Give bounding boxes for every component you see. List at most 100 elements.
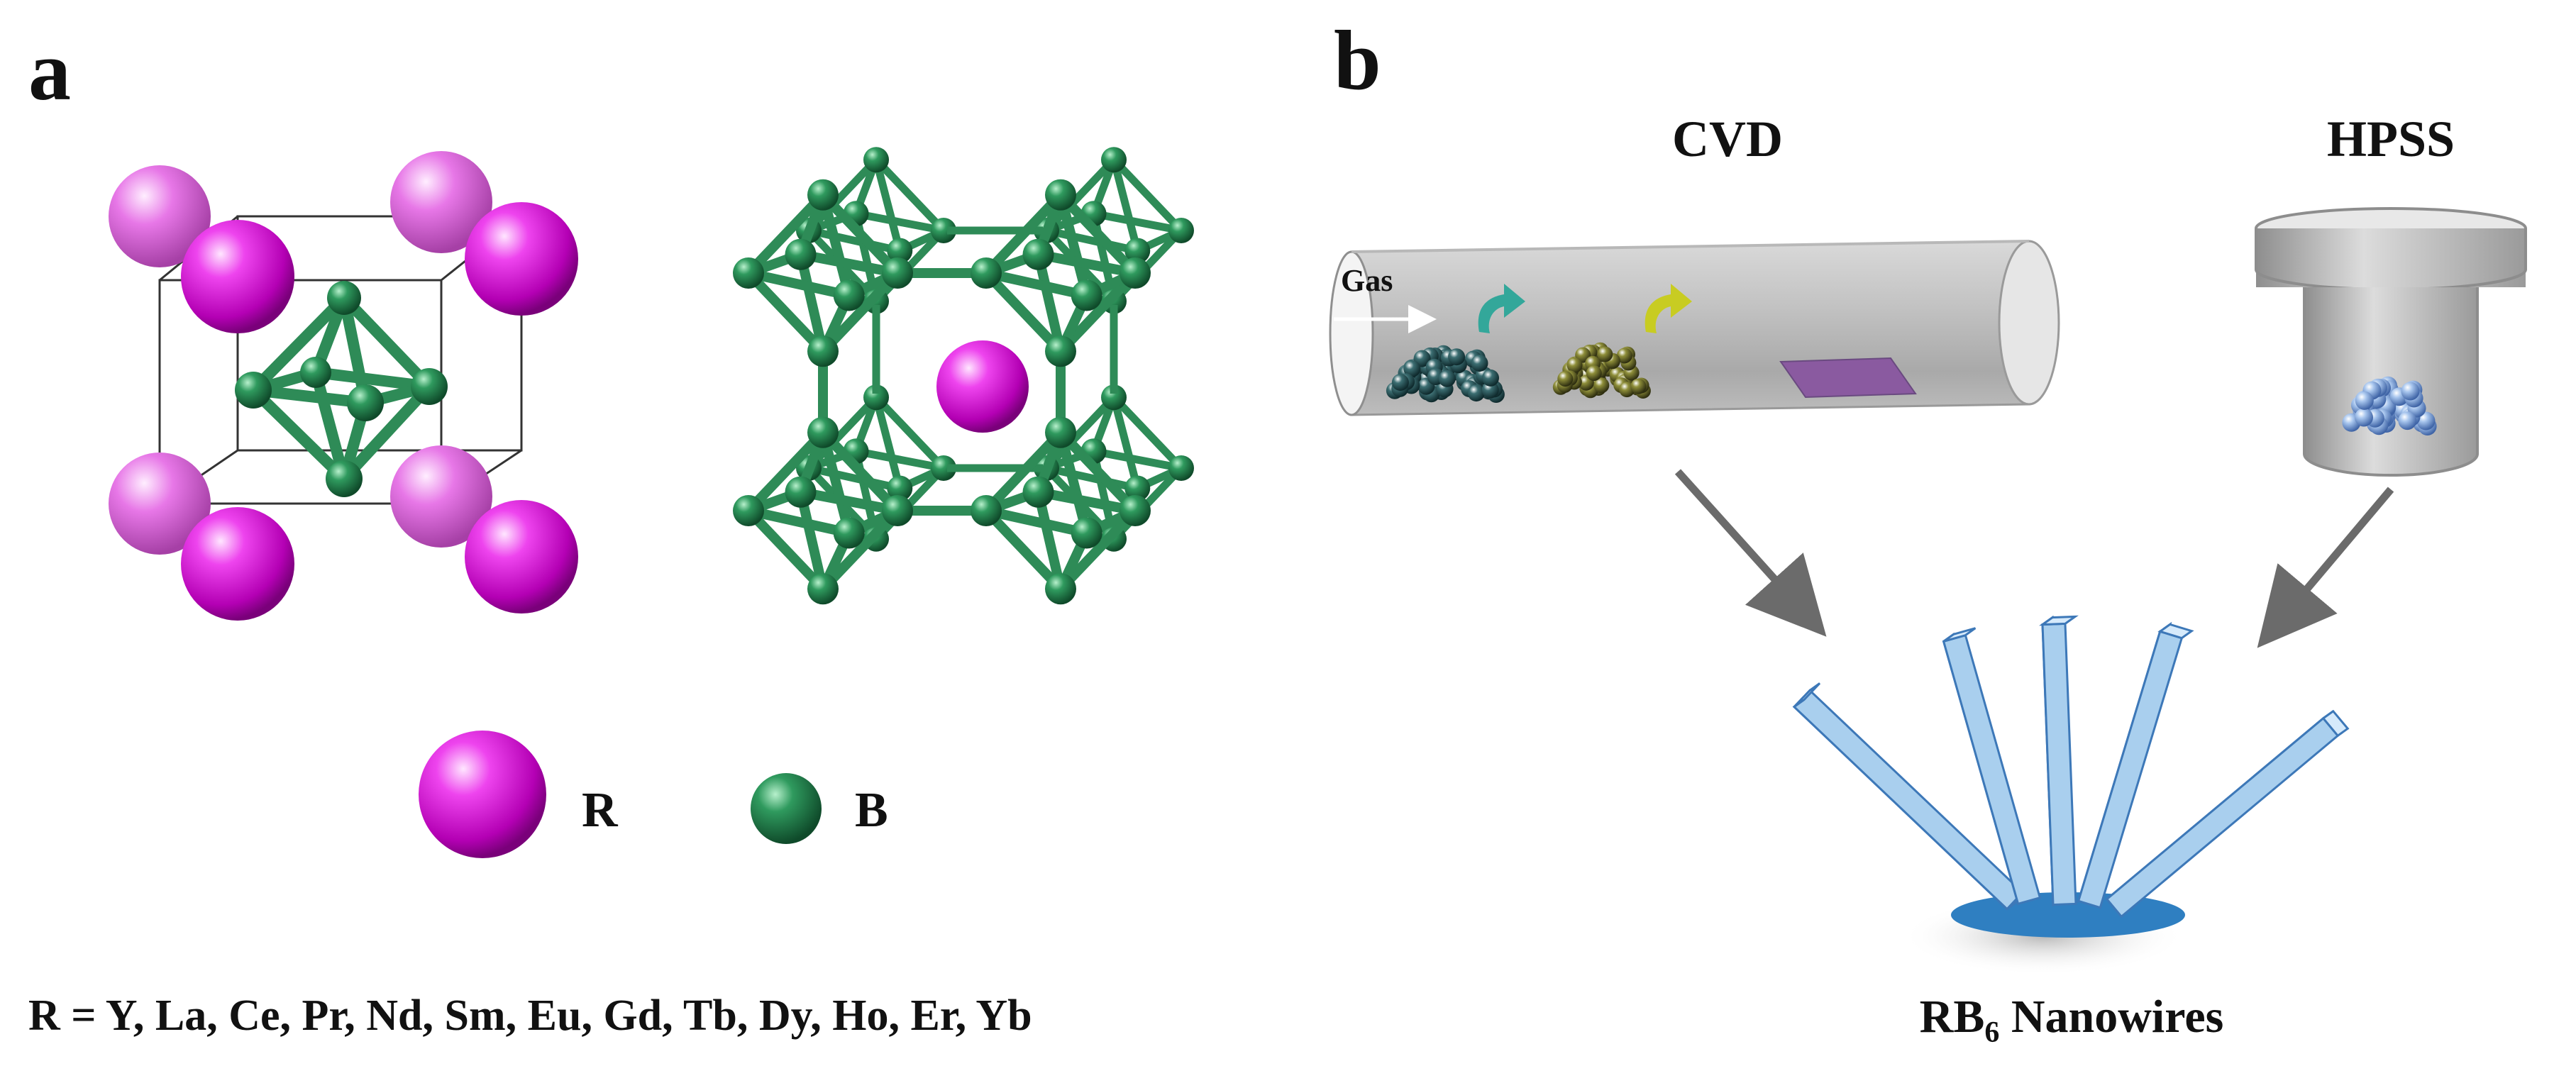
- b-bond: [743, 506, 854, 538]
- b-bond: [795, 487, 828, 594]
- b-bond: [872, 155, 904, 255]
- b-bond: [981, 189, 1066, 278]
- b-bond: [1042, 464, 1141, 492]
- b-atom: [833, 279, 865, 311]
- b-bond: [852, 209, 948, 235]
- precursor-powder-2: [1552, 342, 1651, 399]
- legend-r-label: R: [582, 783, 619, 838]
- powder-grain: [1438, 370, 1456, 387]
- nanowire-tip: [2039, 615, 2079, 626]
- substrate: [1779, 357, 1917, 399]
- cvd-to-product-arrow: [1674, 469, 1827, 637]
- b-bond: [805, 393, 880, 472]
- b-bond: [743, 268, 854, 301]
- b-bond: [872, 155, 948, 235]
- b-atom: [327, 281, 361, 315]
- b-atom: [733, 495, 764, 526]
- b-bond: [795, 487, 902, 516]
- b-bond: [1033, 249, 1140, 278]
- b-atom: [785, 476, 817, 508]
- b-bond: [818, 427, 902, 516]
- r-atom: [390, 445, 492, 548]
- b-bond: [872, 393, 948, 472]
- legend-b-label: B: [855, 783, 888, 838]
- b-bond: [1056, 427, 1092, 538]
- b-atom: [833, 517, 865, 549]
- b-bond: [1033, 487, 1140, 516]
- b-atom: [1120, 257, 1151, 289]
- b-bond: [743, 268, 828, 357]
- b-atom: [1101, 147, 1127, 173]
- nanowire-tip: [2321, 709, 2350, 738]
- powder-grain: [2355, 408, 2373, 427]
- panel-b-label: b: [1334, 13, 1381, 107]
- b-atom: [1168, 455, 1194, 481]
- legend-b-atom: [751, 773, 822, 844]
- nanowire-tip: [1942, 627, 1977, 643]
- b-atom: [807, 179, 839, 211]
- panel-a-label: a: [28, 23, 71, 118]
- powder-grain: [2416, 411, 2436, 431]
- cvd-title: CVD: [1672, 111, 1783, 167]
- legend-r-atom: [419, 731, 546, 858]
- powder-grain: [2398, 411, 2417, 431]
- b-bond: [805, 464, 904, 492]
- b-atom: [882, 495, 913, 526]
- b-atom: [785, 238, 817, 270]
- b-atom: [300, 357, 331, 388]
- b-bond: [1033, 487, 1066, 594]
- b-atom: [931, 455, 956, 481]
- b-bond: [818, 506, 902, 594]
- b-atom: [1120, 495, 1151, 526]
- b-bond: [1110, 393, 1141, 492]
- b-atom: [971, 257, 1002, 289]
- b-bond: [805, 155, 880, 235]
- b-atom: [1045, 179, 1076, 211]
- powder-grain: [2401, 382, 2420, 401]
- gas-label: Gas: [1341, 263, 1393, 298]
- powder-grain: [1471, 355, 1488, 372]
- b-bond: [1056, 506, 1140, 594]
- b-bond: [1090, 209, 1185, 235]
- hpss-crucible: [2255, 207, 2527, 477]
- nanowire: [2041, 622, 2077, 906]
- b-bond: [1042, 226, 1141, 255]
- r-atom: [109, 165, 211, 267]
- powder-grain: [1403, 360, 1421, 377]
- b-atom: [931, 218, 956, 243]
- nanowire-tip: [2157, 623, 2194, 640]
- b-bond: [981, 506, 1066, 594]
- cvd-tube: Gas: [1329, 240, 2060, 416]
- b-bond: [872, 393, 904, 492]
- b-bond: [1110, 155, 1141, 255]
- b-bond: [795, 249, 902, 278]
- hpss-powder: [2342, 376, 2437, 435]
- r-atom: [181, 220, 294, 333]
- b-bond: [805, 226, 904, 255]
- b-atom: [863, 147, 889, 173]
- b-atom: [1124, 475, 1151, 501]
- r-atom: [465, 500, 578, 613]
- b-bond: [743, 427, 828, 516]
- powder-grain: [1481, 381, 1499, 399]
- powder-grain: [1597, 346, 1613, 362]
- powder-grain: [1616, 348, 1632, 364]
- b-bond: [1056, 189, 1092, 301]
- precursor-powder-1: [1386, 345, 1505, 403]
- b-atom: [1071, 279, 1102, 311]
- b-bond: [1110, 393, 1185, 472]
- b-bond: [1110, 155, 1185, 235]
- powder-grain: [1566, 357, 1583, 373]
- b-bond: [1042, 155, 1118, 235]
- b-atom: [1045, 416, 1076, 448]
- b-atom: [887, 475, 913, 501]
- b-atom: [863, 384, 889, 411]
- powder-grain: [2355, 391, 2374, 410]
- b-atom: [1071, 517, 1102, 549]
- b-atom: [807, 335, 839, 367]
- octahedron-bonds: [248, 292, 435, 484]
- b-atom: [1168, 218, 1194, 243]
- b-bond: [818, 189, 902, 278]
- powder-grain: [1593, 377, 1610, 394]
